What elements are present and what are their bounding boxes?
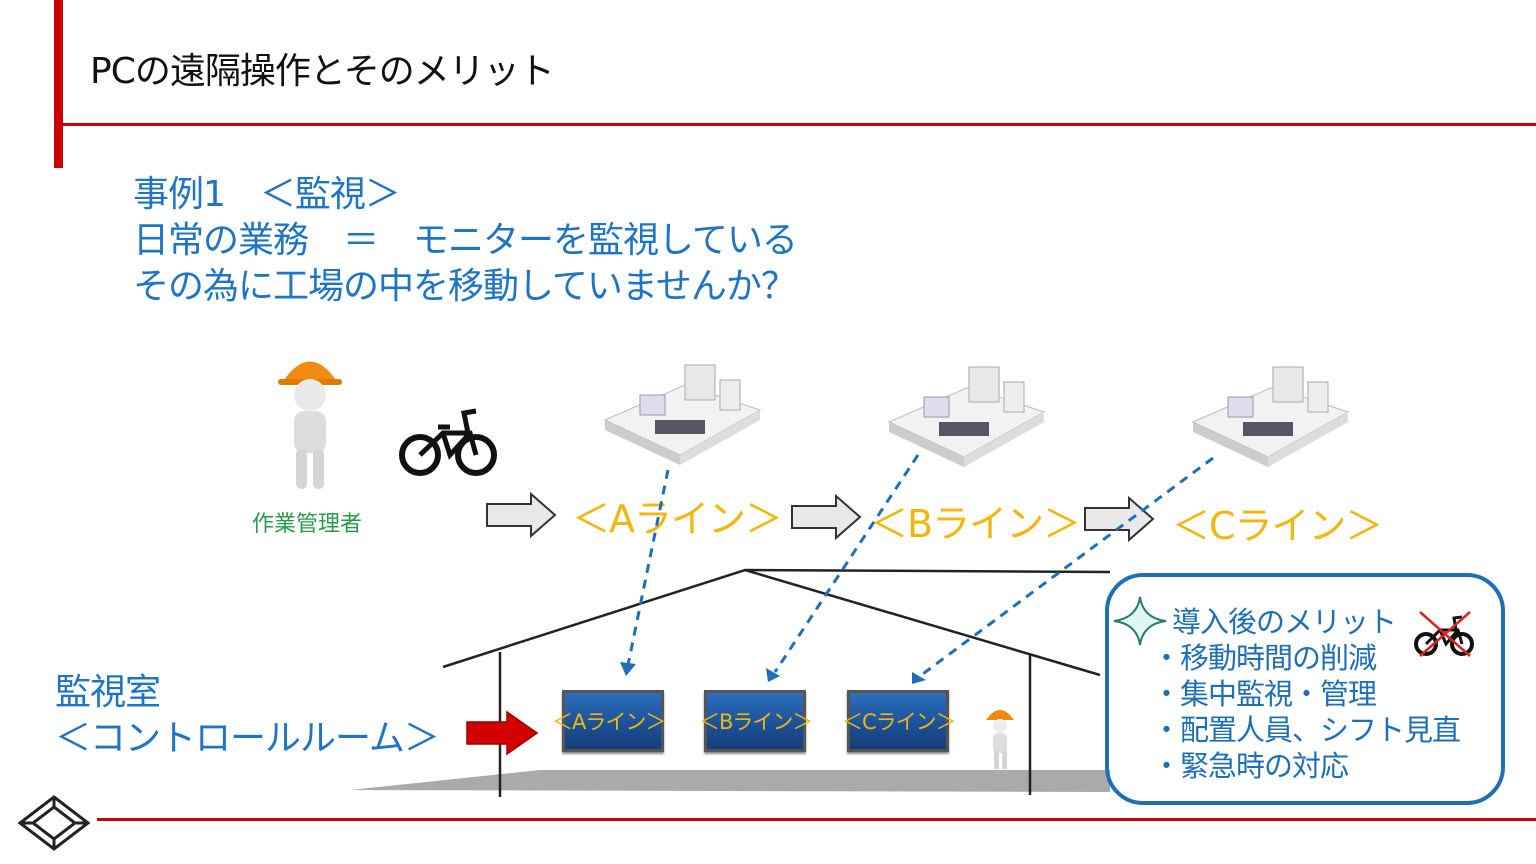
header-divider — [54, 123, 1536, 126]
arrow-right-icon — [486, 492, 557, 538]
monitor-c — [847, 690, 949, 752]
red-arrow-icon — [466, 710, 539, 756]
merit-item: ・配置人員、シフト見直 — [1152, 713, 1461, 747]
arrow-right-icon — [1084, 496, 1155, 542]
merits-box — [1105, 573, 1505, 805]
company-logo-icon — [18, 795, 90, 851]
no-bicycle-icon — [1414, 611, 1474, 657]
monitor-b — [704, 690, 806, 752]
intro-line-2: 日常の業務 ＝ モニターを監視している — [133, 220, 798, 261]
production-line-a-icon — [603, 364, 762, 465]
control-room-line-2: ＜コントロールルーム＞ — [55, 718, 440, 759]
line-b-label: ＜Bライン＞ — [870, 502, 1081, 546]
bicycle-icon — [399, 408, 497, 476]
intro-text: 事例1 ＜監視＞ 日常の業務 ＝ モニターを監視している その為に工場の中を移動… — [133, 172, 798, 310]
monitor-a — [562, 690, 664, 752]
worker-label: 作業管理者 — [252, 512, 363, 537]
control-room-line-1: 監視室 — [55, 672, 161, 713]
line-c-label: ＜Cライン＞ — [1172, 504, 1384, 548]
monitor-a-label: ＜Aライン＞ — [552, 710, 666, 734]
arrow-right-icon — [791, 494, 862, 540]
sparkle-icon — [1113, 596, 1167, 646]
slide-title: PCの遠隔操作とそのメリット — [90, 51, 555, 92]
merits-list: ・移動時間の削減 ・集中監視・管理 ・配置人員、シフト見直 ・緊急時の対応 — [1152, 640, 1461, 784]
merit-item: ・移動時間の削減 — [1152, 641, 1377, 675]
worker-figure-icon — [278, 361, 342, 489]
merit-item: ・集中監視・管理 — [1152, 677, 1377, 711]
intro-line-3: その為に工場の中を移動していませんか？ — [133, 266, 797, 307]
small-worker-icon — [986, 710, 1014, 769]
monitor-b-label: ＜Bライン＞ — [699, 710, 813, 734]
intro-line-1: 事例1 ＜監視＞ — [133, 174, 401, 215]
merits-heading: 導入後のメリット — [1172, 605, 1397, 639]
production-line-b-icon — [887, 366, 1046, 467]
control-room-label: 監視室 ＜コントロールルーム＞ — [55, 670, 440, 762]
line-a-label: ＜Aライン＞ — [572, 497, 783, 541]
merit-item: ・緊急時の対応 — [1152, 749, 1349, 783]
monitor-c-label: ＜Cライン＞ — [842, 710, 957, 734]
footer-divider — [97, 818, 1536, 821]
production-line-c-icon — [1191, 366, 1350, 467]
left-accent-bar — [54, 0, 63, 168]
